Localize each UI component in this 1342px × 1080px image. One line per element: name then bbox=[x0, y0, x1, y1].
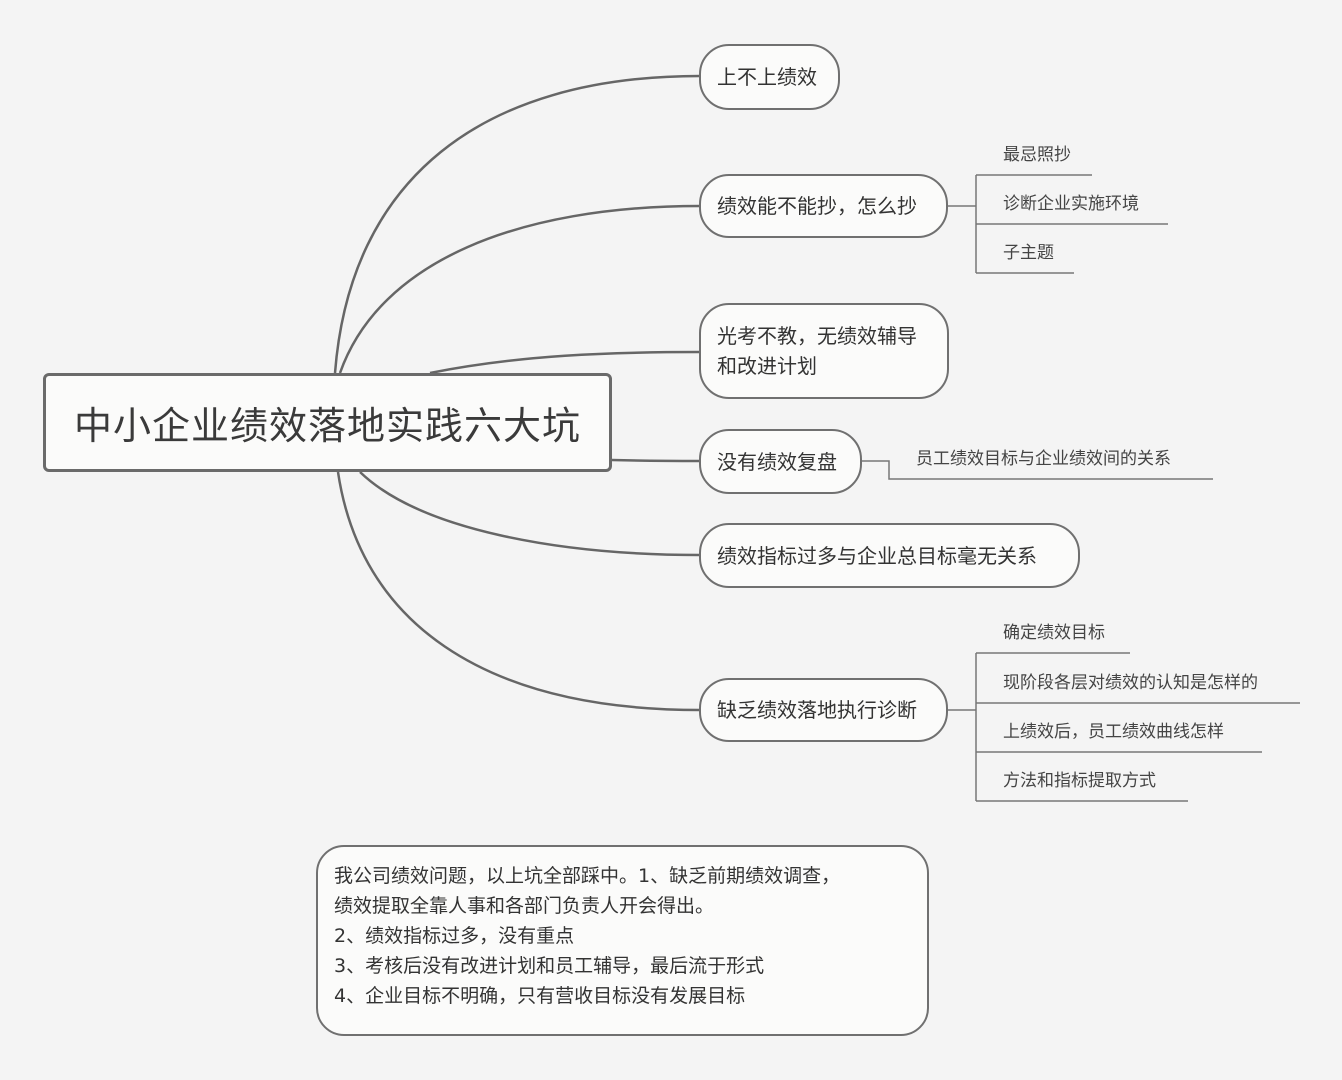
subtopic-b4-1[interactable]: 员工绩效目标与企业绩效间的关系 bbox=[916, 449, 1171, 469]
connector-b4-stem bbox=[861, 460, 1213, 480]
note-line-1: 我公司绩效问题，以上坑全部踩中。1、缺乏前期绩效调查， bbox=[334, 865, 841, 887]
connector-branch-3 bbox=[429, 350, 701, 375]
subtopic-b6-3[interactable]: 上绩效后，员工绩效曲线怎样 bbox=[1003, 722, 1224, 742]
connector-branch-2 bbox=[338, 204, 701, 374]
branch-label: 没有绩效复盘 bbox=[717, 449, 837, 474]
note-line-2: 绩效提取全靠人事和各部门负责人开会得出。 bbox=[334, 895, 715, 917]
branch-node-5[interactable]: 绩效指标过多与企业总目标毫无关系 bbox=[699, 523, 1080, 588]
note-line-4: 3、考核后没有改进计划和员工辅导，最后流于形式 bbox=[334, 955, 765, 977]
branch-label: 缺乏绩效落地执行诊断 bbox=[717, 698, 917, 722]
connector-branch-6 bbox=[336, 471, 701, 712]
branch-node-3[interactable]: 光考不教，无绩效辅导 和改进计划 bbox=[699, 303, 949, 399]
subtopic-b6-4[interactable]: 方法和指标提取方式 bbox=[1003, 771, 1156, 791]
connector-branch-4 bbox=[611, 458, 701, 463]
branch-node-2[interactable]: 绩效能不能抄，怎么抄 bbox=[699, 174, 948, 238]
branch-node-4[interactable]: 没有绩效复盘 bbox=[699, 429, 862, 494]
subtopic-b6-1[interactable]: 确定绩效目标 bbox=[1003, 623, 1105, 643]
note-line-3: 2、绩效指标过多，没有重点 bbox=[334, 925, 575, 947]
connector-branch-5 bbox=[359, 471, 701, 557]
connector-branch-1 bbox=[333, 74, 701, 374]
branch-label-line-2: 和改进计划 bbox=[717, 354, 817, 378]
floating-note[interactable]: 我公司绩效问题，以上坑全部踩中。1、缺乏前期绩效调查， 绩效提取全靠人事和各部门… bbox=[316, 845, 929, 1036]
branch-node-6[interactable]: 缺乏绩效落地执行诊断 bbox=[699, 678, 948, 742]
subtopic-b2-3[interactable]: 子主题 bbox=[1003, 243, 1054, 263]
note-line-5: 4、企业目标不明确，只有营收目标没有发展目标 bbox=[334, 985, 746, 1007]
subtopic-b6-2[interactable]: 现阶段各层对绩效的认知是怎样的 bbox=[1003, 673, 1258, 693]
branch-label: 上不上绩效 bbox=[717, 65, 817, 89]
subtopic-b2-2[interactable]: 诊断企业实施环境 bbox=[1003, 194, 1139, 214]
root-topic[interactable]: 中小企业绩效落地实践六大坑 bbox=[43, 373, 612, 472]
branch-node-1[interactable]: 上不上绩效 bbox=[699, 44, 840, 110]
branch-label: 绩效指标过多与企业总目标毫无关系 bbox=[717, 543, 1037, 568]
branch-label-line-1: 光考不教，无绩效辅导 bbox=[717, 324, 917, 348]
subtopic-b2-1[interactable]: 最忌照抄 bbox=[1003, 145, 1071, 165]
branch-label: 绩效能不能抄，怎么抄 bbox=[717, 194, 917, 218]
